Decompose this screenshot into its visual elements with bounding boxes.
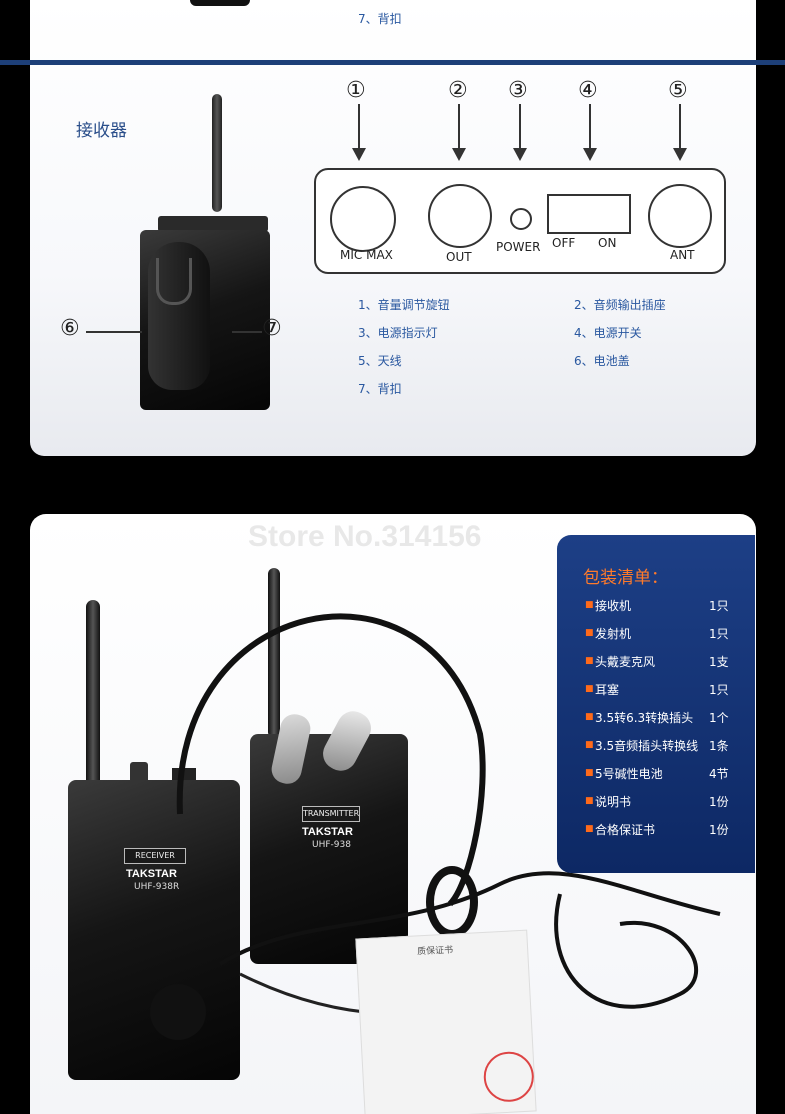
- section-title-receiver: 接收器: [76, 121, 127, 141]
- legend-2: 2、音频输出插座: [574, 298, 666, 312]
- receiver-antenna: [212, 94, 222, 212]
- packing-item-qty: 1条: [709, 739, 729, 753]
- packing-item-name: 3.5音频插头转换线: [595, 739, 699, 753]
- packing-item-qty: 1只: [709, 627, 729, 641]
- mic-foam: [150, 984, 206, 1040]
- antenna-socket: [648, 184, 712, 248]
- transmitter-plate: TRANSMITTER: [302, 806, 360, 822]
- packing-item-qty: 1份: [709, 795, 729, 809]
- warranty-card: 质保证书: [355, 929, 537, 1114]
- volume-knob: [330, 186, 396, 252]
- label-ant: ANT: [670, 248, 695, 262]
- legend-5: 5、天线: [358, 354, 402, 368]
- packing-item-name: 合格保证书: [595, 823, 656, 837]
- packing-bullet-icon: ■: [585, 796, 594, 806]
- packing-bullet-icon: ■: [585, 768, 594, 778]
- callout-1: ①: [346, 78, 366, 103]
- packing-item-qty: 4节: [709, 767, 729, 781]
- packing-bullet-icon: ■: [585, 712, 594, 722]
- packing-bullet-icon: ■: [585, 684, 594, 694]
- receiver-panel-diagram: MIC MAX OUT POWER OFF ON ANT: [314, 168, 726, 274]
- transmitter-model: UHF-938: [312, 840, 351, 850]
- transmitter-antenna: [268, 568, 280, 738]
- headset-band: [176, 613, 486, 907]
- packing-item-qty: 1支: [709, 655, 729, 669]
- callout-2: ②: [448, 78, 468, 103]
- label-mic-max: MIC MAX: [340, 248, 393, 262]
- store-watermark: Store No.314156: [248, 520, 482, 553]
- receiver-illustration: [108, 90, 328, 420]
- packing-item-name: 耳塞: [595, 683, 620, 697]
- packing-item-qty: 1只: [709, 599, 729, 613]
- receiver-plate: RECEIVER: [124, 848, 186, 864]
- packing-item-name: 接收机: [595, 599, 632, 613]
- callout-4: ④: [578, 78, 598, 103]
- callout-7: ⑦: [262, 316, 282, 341]
- receiver-brand: TAKSTAR: [126, 868, 177, 880]
- legend-7: 7、背扣: [358, 382, 402, 396]
- power-led: [510, 208, 532, 230]
- label-power: POWER: [496, 240, 541, 254]
- transmitter-photo: TRANSMITTER TAKSTAR UHF-938: [246, 568, 426, 968]
- warranty-card-text: 质保证书: [416, 945, 454, 958]
- legend-6: 6、电池盖: [574, 354, 630, 368]
- packing-item-name: 3.5转6.3转换插头: [595, 711, 694, 725]
- power-switch: [547, 194, 631, 234]
- label-out: OUT: [446, 250, 472, 264]
- warranty-stamp: [482, 1050, 536, 1104]
- packing-bullet-icon: ■: [585, 628, 594, 638]
- packing-list-title: 包装清单：: [583, 568, 668, 588]
- packing-bullet-icon: ■: [585, 656, 594, 666]
- packing-item-qty: 1个: [709, 711, 729, 725]
- packing-bullet-icon: ■: [585, 740, 594, 750]
- packing-bullet-icon: ■: [585, 824, 594, 834]
- label-on: ON: [598, 236, 617, 250]
- packing-bullet-icon: ■: [585, 600, 594, 610]
- legend-1: 1、音量调节旋钮: [358, 298, 450, 312]
- callout-5: ⑤: [668, 78, 688, 103]
- legend-3: 3、电源指示灯: [358, 326, 438, 340]
- packing-item-name: 头戴麦克风: [595, 655, 656, 669]
- divider-line: [0, 60, 785, 65]
- label-off: OFF: [552, 236, 576, 250]
- packing-item-name: 5号碱性电池: [595, 767, 663, 781]
- receiver-photo-antenna: [86, 600, 100, 800]
- packing-item-name: 说明书: [595, 795, 632, 809]
- callout-3: ③: [508, 78, 528, 103]
- packing-item-name: 发射机: [595, 627, 632, 641]
- transmitter-brand: TAKSTAR: [302, 826, 353, 838]
- device-bottom-edge: [190, 0, 250, 6]
- caption-item-7-top: 7、背扣: [358, 12, 402, 26]
- audio-out-jack: [428, 184, 492, 248]
- legend-4: 4、电源开关: [574, 326, 642, 340]
- receiver-model: UHF-938R: [134, 882, 180, 892]
- receiver-photo-body: [68, 780, 240, 1080]
- packing-item-qty: 1只: [709, 683, 729, 697]
- callout-6: ⑥: [60, 316, 80, 341]
- packing-item-qty: 1份: [709, 823, 729, 837]
